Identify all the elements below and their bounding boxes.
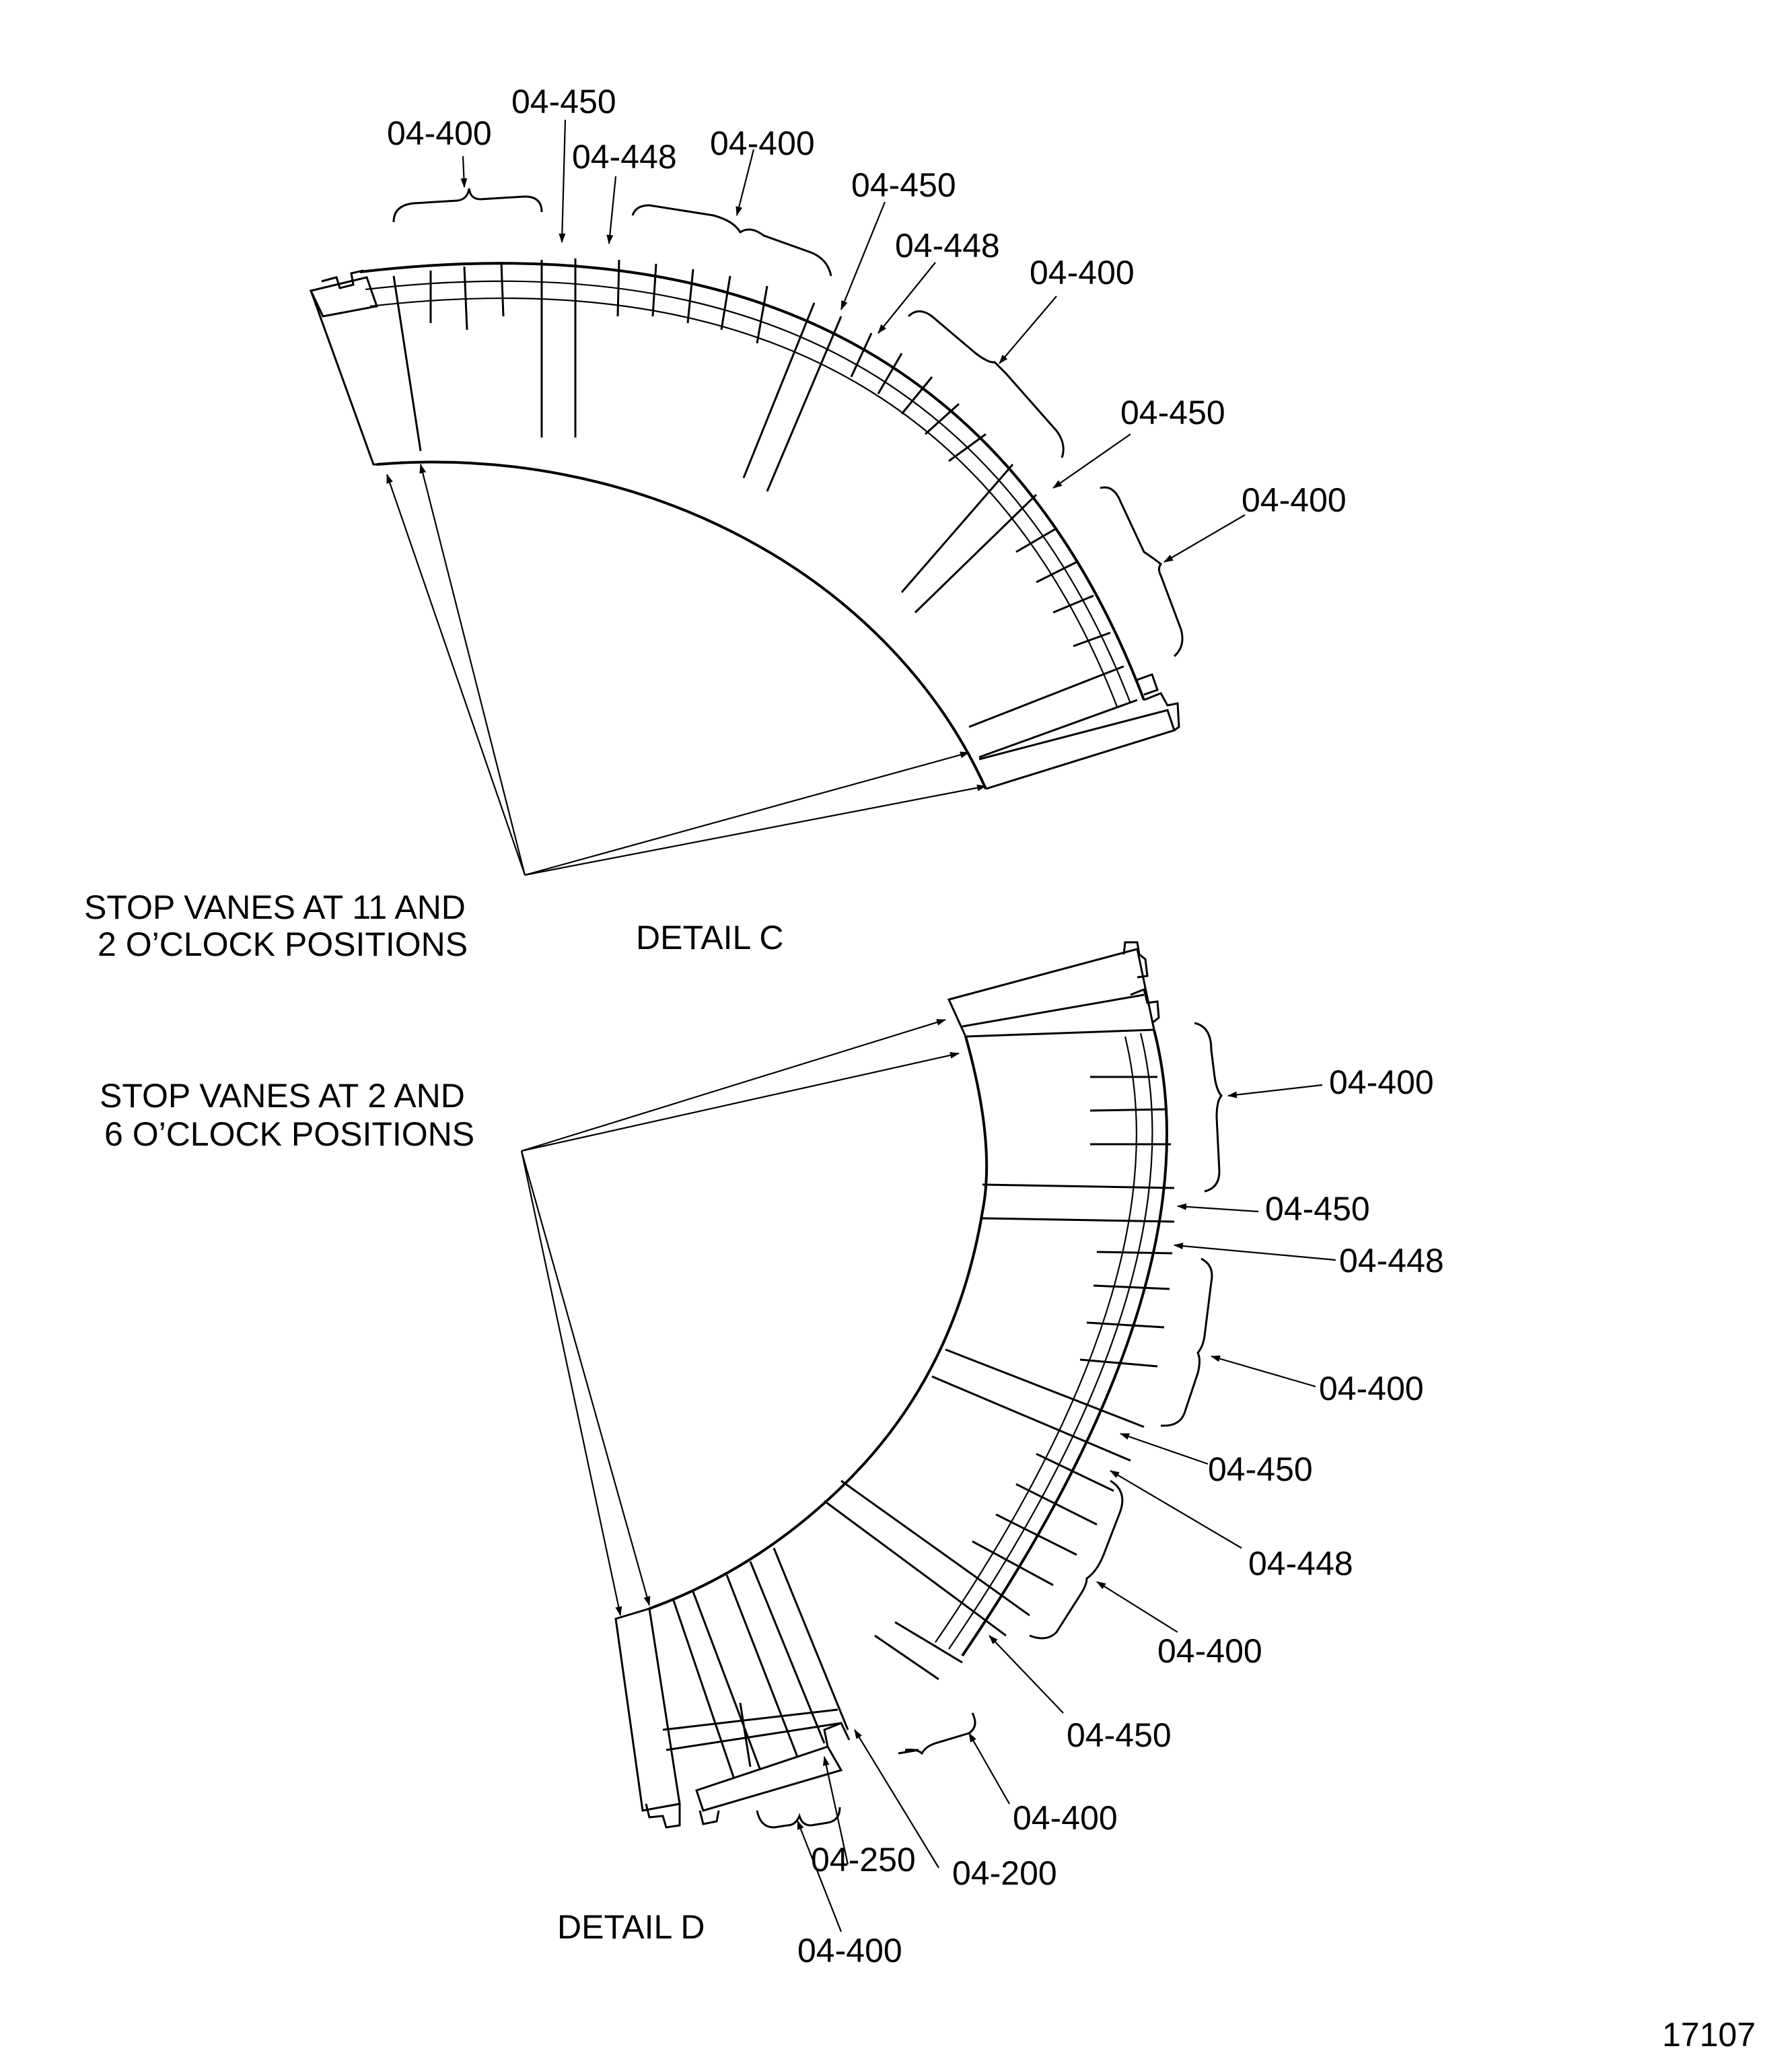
detail-c-rim-line-2	[365, 280, 1132, 704]
detail-d-callout-8: 04-450	[1067, 1716, 1172, 1754]
detail-d-title: DETAIL D	[557, 1908, 705, 1946]
detail-c-diagram: 04-400 04-450 04-448 04-400 04-450 04-44…	[84, 83, 1347, 963]
detail-d-callout-6: 04-448	[1248, 1545, 1353, 1582]
detail-c-brace-3	[907, 310, 1065, 458]
detail-d-stop-leaders	[520, 1018, 960, 1616]
detail-d-brace-3	[1029, 1479, 1124, 1640]
detail-c-callout-1: 04-400	[387, 114, 492, 152]
detail-c-right-end-tab	[1143, 692, 1180, 732]
detail-d-callout-3: 04-448	[1339, 1242, 1444, 1280]
detail-d-stop-note-line1: STOP VANES AT 2 AND	[100, 1077, 465, 1115]
detail-c-callout-9: 04-400	[1242, 481, 1347, 519]
detail-d-stop-note-line2: 6 O’CLOCK POSITIONS	[104, 1115, 474, 1153]
detail-c-outer-rim	[359, 262, 1145, 701]
detail-c-right-end-block	[978, 709, 1176, 790]
detail-c-stop-note-line1: STOP VANES AT 11 AND	[84, 888, 466, 926]
detail-d-bottom-segment	[695, 1745, 843, 1812]
detail-c-brace-2	[631, 204, 832, 277]
detail-c-right-upper-tab	[1137, 673, 1159, 696]
detail-d-top-end-tab-2	[1130, 987, 1160, 1024]
detail-d-callout-5: 04-450	[1208, 1450, 1313, 1488]
detail-c-rim-line-3	[369, 297, 1118, 707]
detail-d-callout-1: 04-400	[1329, 1063, 1434, 1101]
detail-c-vanes	[392, 258, 1138, 759]
detail-c-inner-arc	[376, 460, 987, 790]
detail-c-brace-1	[392, 188, 543, 223]
detail-d-callout-10: 04-200	[952, 1854, 1057, 1892]
detail-c-left-end-block	[309, 276, 378, 318]
detail-d-callout-9: 04-400	[1013, 1799, 1118, 1837]
detail-c-brace-4	[1100, 486, 1184, 658]
detail-d-stop-vane-top	[962, 993, 1145, 1028]
detail-c-callout-3: 04-448	[572, 138, 677, 176]
detail-c-callout-7: 04-400	[1030, 254, 1135, 291]
detail-d-top-end-tab	[1122, 941, 1149, 979]
detail-c-callout-6: 04-448	[895, 227, 1000, 265]
detail-d-rim-line-3	[935, 1036, 1137, 1643]
detail-d-bottom-end-block	[614, 1607, 681, 1812]
detail-d-step	[823, 1722, 851, 1747]
detail-d-inner-arc	[649, 1036, 989, 1610]
detail-d-bottom-end-tab	[645, 1803, 681, 1829]
detail-d-callout-4: 04-400	[1319, 1370, 1424, 1407]
detail-c-title: DETAIL C	[636, 919, 783, 956]
detail-d-top-end-block	[947, 948, 1155, 1038]
detail-c-callout-2: 04-450	[511, 83, 616, 120]
detail-d-brace-1	[1194, 1022, 1223, 1193]
detail-d-brace-5	[756, 1807, 841, 1829]
detail-d-vanes	[662, 1076, 1175, 1778]
detail-c-stop-leaders	[386, 464, 987, 876]
detail-c-callout-5: 04-450	[851, 166, 956, 204]
detail-c-callout-8: 04-450	[1120, 394, 1225, 431]
detail-d-callout-12: 04-400	[797, 1932, 902, 1969]
detail-d-bottom-segment-tab	[698, 1810, 720, 1825]
detail-d-rim-line-2	[948, 1032, 1153, 1650]
detail-d-outer-rim	[961, 1029, 1168, 1657]
detail-d-brace-4	[898, 1712, 976, 1755]
detail-d-callout-leaders	[796, 1084, 1336, 1932]
detail-c-callout-4: 04-400	[710, 125, 815, 162]
detail-c-callout-leaders	[460, 119, 1246, 563]
detail-c-left-endcap	[310, 290, 377, 466]
detail-c-stop-note-line2: 2 O’CLOCK POSITIONS	[98, 925, 468, 963]
detail-d-diagram: 04-400 04-450 04-448 04-400 04-450 04-44…	[100, 941, 1444, 1969]
detail-d-brace-2	[1160, 1257, 1213, 1427]
detail-c-left-end-tab	[321, 269, 364, 289]
figure-number: 17107	[1662, 2016, 1756, 2054]
detail-d-callout-11: 04-250	[811, 1841, 916, 1879]
detail-d-callout-2: 04-450	[1265, 1190, 1370, 1228]
detail-d-callout-7: 04-400	[1157, 1632, 1262, 1670]
